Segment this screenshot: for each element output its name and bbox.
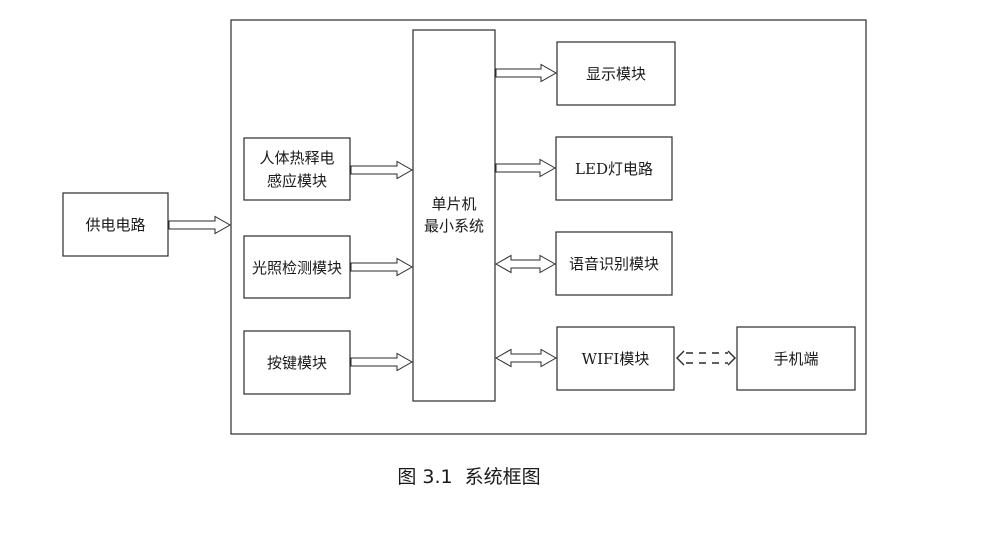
pir-sensor-label-line2: 感应模块 [267,172,327,190]
mcu-voice-bidirectional-arrow [494,254,557,274]
mcu-to-led-arrow [495,158,557,178]
phone-box [736,326,856,391]
voice-module-label: 语音识别模块 [569,255,659,273]
power-to-system-arrow [168,215,232,235]
key-module-label: 按键模块 [267,354,327,372]
key-module-box [243,330,351,395]
wifi-module-label: WIFI模块 [582,350,650,368]
mcu-label-line1: 单片机 [431,195,476,213]
pir-to-mcu-arrow [350,160,414,180]
light-sensor-box [243,235,351,299]
mcu-label-line2: 最小系统 [424,217,484,235]
figure-caption: 图 3.1 系统框图 [397,466,540,488]
mcu-wifi-bidirectional-arrow [494,348,558,368]
mcu-box [412,29,496,402]
system-frame [230,19,867,435]
display-module-box [556,41,676,106]
light-sensor-label: 光照检测模块 [252,259,342,277]
led-circuit-label: LED灯电路 [575,160,653,178]
phone-label: 手机端 [773,350,818,368]
wifi-phone-wireless-link [676,350,736,366]
key-to-mcu-arrow [350,352,414,372]
voice-module-box [555,231,673,296]
pir-sensor-label-line1: 人体热释电 [259,149,334,167]
light-to-mcu-arrow [350,257,414,277]
display-module-label: 显示模块 [586,65,646,83]
wifi-module-box [556,326,675,391]
mcu-to-display-arrow [495,63,558,83]
power-supply-label: 供电电路 [85,216,145,234]
led-circuit-box [555,136,673,201]
pir-sensor-box [243,137,351,201]
power-supply-box [62,192,169,257]
